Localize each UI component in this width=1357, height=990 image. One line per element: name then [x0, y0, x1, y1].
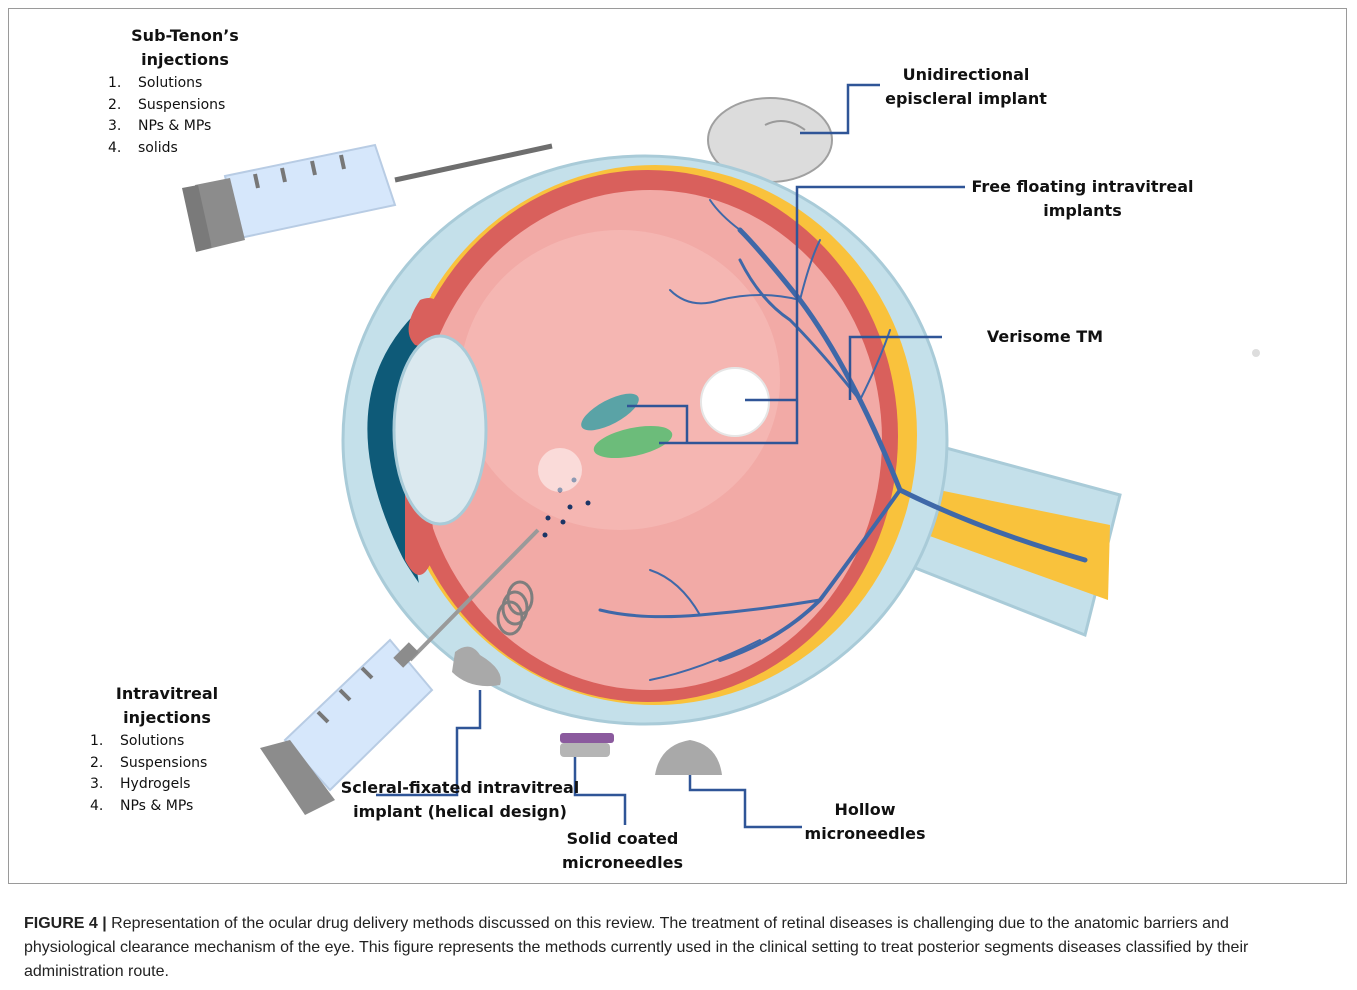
- list-item: 3.NPs & MPs: [108, 116, 225, 138]
- list-item-number: 1.: [108, 73, 138, 95]
- list-item: 3.Hydrogels: [90, 774, 207, 796]
- figure-caption-label: FIGURE 4 |: [24, 915, 107, 932]
- list-item-number: 3.: [108, 116, 138, 138]
- list-item: 2.Suspensions: [90, 753, 207, 775]
- lens: [394, 336, 486, 524]
- list-item-text: Hydrogels: [120, 776, 190, 792]
- solid-coated-microneedle: [560, 733, 614, 743]
- figure-caption: FIGURE 4 | Representation of the ocular …: [24, 912, 1324, 984]
- label-verisome: Verisome TM: [975, 325, 1115, 349]
- list-item-text: Solutions: [138, 75, 202, 91]
- sub-tenon-syringe: [182, 145, 395, 252]
- label-solid-coated-microneedles: Solid coated microneedles: [555, 827, 690, 875]
- list-item-number: 2.: [108, 95, 138, 117]
- sub-tenon-title: Sub-Tenon’s injections: [120, 24, 250, 72]
- list-item-text: solids: [138, 140, 178, 156]
- intravitreal-title: Intravitreal injections: [102, 682, 232, 730]
- list-item-number: 4.: [108, 138, 138, 160]
- list-item: 1.Solutions: [90, 731, 207, 753]
- list-item-text: Suspensions: [138, 97, 225, 113]
- list-item: 2.Suspensions: [108, 95, 225, 117]
- figure-caption-text: Representation of the ocular drug delive…: [24, 915, 1248, 980]
- list-item-text: Solutions: [120, 733, 184, 749]
- list-item-number: 1.: [90, 731, 120, 753]
- list-item-number: 4.: [90, 796, 120, 818]
- list-item: 4.solids: [108, 138, 225, 160]
- hollow-microneedle: [655, 740, 722, 775]
- list-item-text: NPs & MPs: [138, 118, 211, 134]
- label-hollow-microneedles: Hollow microneedles: [800, 798, 930, 846]
- verisome-sphere: [701, 368, 769, 436]
- list-item-text: NPs & MPs: [120, 798, 193, 814]
- list-item: 1.Solutions: [108, 73, 225, 95]
- list-item-number: 2.: [90, 753, 120, 775]
- list-item-number: 3.: [90, 774, 120, 796]
- label-free-floating-implants: Free floating intravitreal implants: [970, 175, 1195, 223]
- list-item-text: Suspensions: [120, 755, 207, 771]
- label-episcleral-implant: Unidirectional episcleral implant: [880, 63, 1052, 111]
- label-scleral-fixated-implant: Scleral-fixated intravitreal implant (he…: [340, 776, 580, 824]
- list-item: 4.NPs & MPs: [90, 796, 207, 818]
